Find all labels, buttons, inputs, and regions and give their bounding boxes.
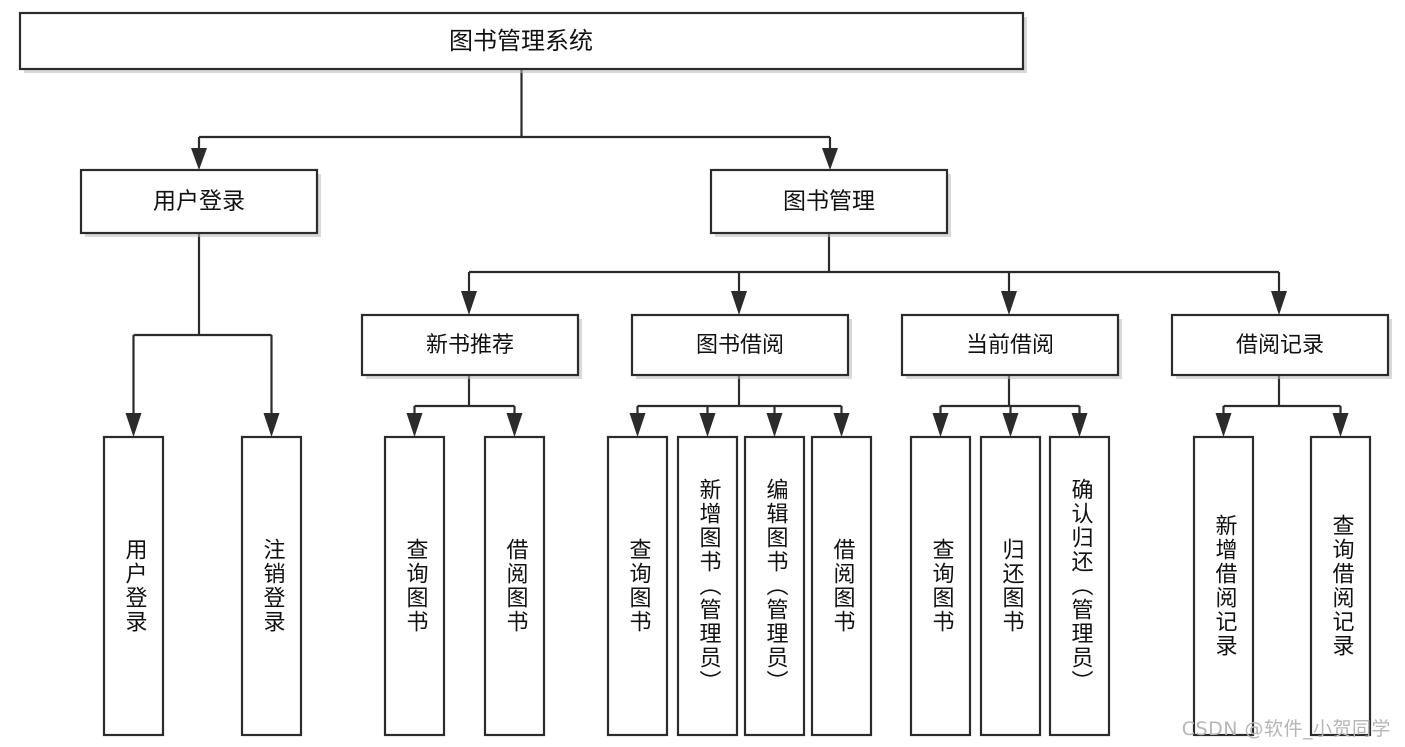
arrow-leaf-add-book [699,413,716,437]
node-book-manage-label: 图书管理 [783,189,875,215]
arrow-book-borrow [731,291,747,315]
node-book-manage[interactable]: 图书管理 [709,168,951,237]
node-borrow-record[interactable]: 借阅记录 [1170,313,1392,379]
leaf-rect-logout-login[interactable] [240,435,303,737]
node-root-label: 图书管理系统 [449,27,593,55]
leaf-rect-add-record[interactable] [1192,435,1255,737]
arrow-user-login [191,148,207,170]
leaf-rect-group [102,435,1372,737]
node-current-borrow-label: 当前借阅 [966,333,1054,358]
arrow-leaf-query-book-2 [629,413,646,437]
leaf-rect-confirm-return[interactable] [1048,435,1111,737]
arrow-leaf-return-book [1002,413,1019,437]
node-book-borrow-label: 图书借阅 [696,333,784,358]
node-book-borrow[interactable]: 图书借阅 [630,313,852,379]
leaf-rect-query-book-1[interactable] [383,435,446,737]
node-current-borrow[interactable]: 当前借阅 [900,313,1122,379]
arrow-leaf-add-record [1215,413,1232,437]
watermark: CSDN @软件_小贺同学 [1181,718,1391,740]
leaf-rect-query-book-3[interactable] [909,435,972,737]
node-new-book-recommend-label: 新书推荐 [426,333,514,358]
arrow-leaf-edit-book [766,413,783,437]
connector-group [125,69,1349,437]
arrow-leaf-borrow-book-2 [833,413,850,437]
arrow-new-book-recommend [461,291,477,315]
leaf-rect-borrow-book-2[interactable] [810,435,873,737]
node-root[interactable]: 图书管理系统 [18,11,1027,73]
node-user-login-label: 用户登录 [153,189,245,215]
arrow-leaf-query-record [1332,413,1349,437]
arrow-borrow-record [1271,291,1287,315]
node-new-book-recommend[interactable]: 新书推荐 [360,313,582,379]
leaf-rect-query-record[interactable] [1309,435,1372,737]
arrow-leaf-query-book-3 [932,413,949,437]
leaf-rect-edit-book[interactable] [743,435,806,737]
node-user-login[interactable]: 用户登录 [79,168,321,237]
leaf-rect-return-book[interactable] [979,435,1042,737]
arrow-leaf-logout-login [263,413,280,437]
leaf-rect-query-book-2[interactable] [606,435,669,737]
arrow-leaf-query-book-1 [406,413,423,437]
leaf-rect-user-login[interactable] [102,435,165,737]
arrow-leaf-borrow-book-1 [506,413,523,437]
arrow-leaf-user-login [125,413,142,437]
node-borrow-record-label: 借阅记录 [1236,333,1324,358]
arrow-leaf-confirm-return [1071,413,1088,437]
leaf-rect-add-book[interactable] [676,435,739,737]
arrow-book-manage [822,148,838,170]
leaf-rect-borrow-book-1[interactable] [483,435,546,737]
arrow-current-borrow [1001,291,1017,315]
